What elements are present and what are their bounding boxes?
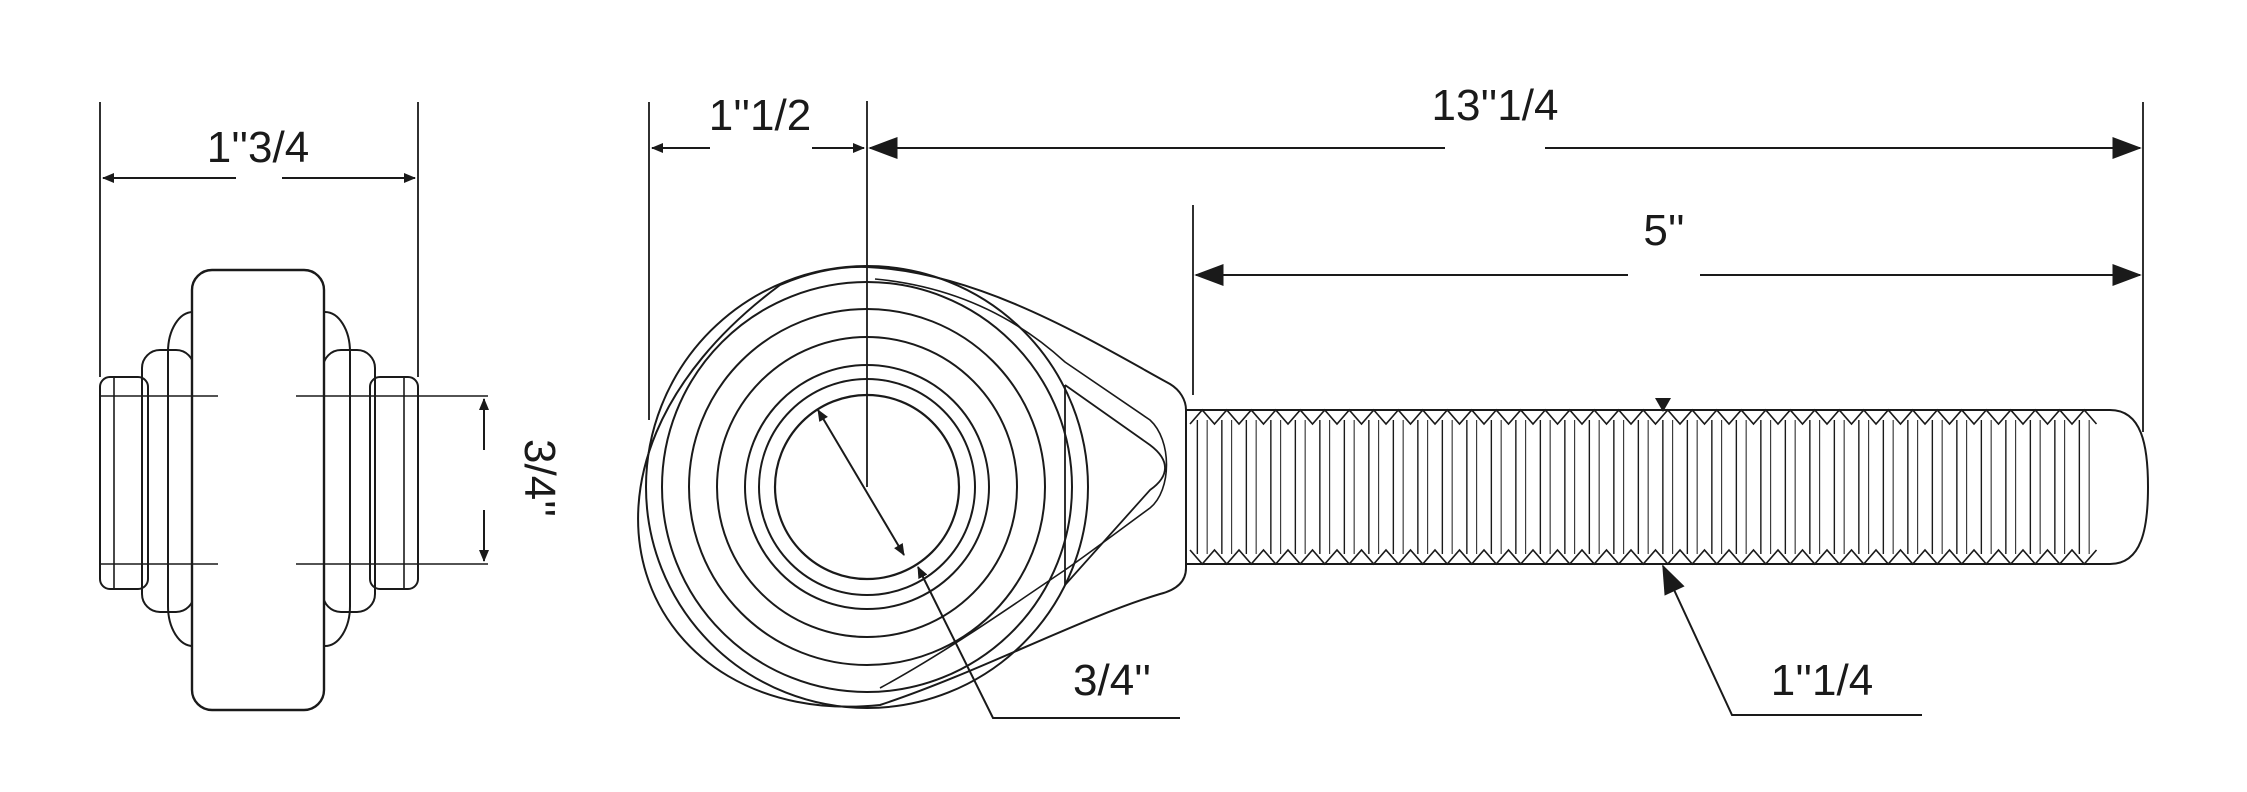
eye-housing-inner	[874, 278, 1168, 689]
side-right-stub	[369, 376, 419, 590]
threaded-shank	[1186, 408, 2150, 566]
eye-housing-outline	[637, 265, 1187, 708]
shank-outline	[1186, 409, 2150, 565]
overall-length-label: 13''1/4	[1432, 81, 1559, 130]
thread-root-lines	[1196, 420, 2090, 554]
bore-leader-line	[917, 566, 1180, 719]
thread-diameter-leader	[1662, 564, 1922, 716]
thread-diameter-label: 1''1/4	[1771, 656, 1873, 705]
eye-offset-label: 1''1/2	[709, 91, 811, 140]
side-width-label: 1''3/4	[207, 123, 309, 172]
thread-length-label: 5''	[1643, 206, 1684, 255]
side-view: 1''3/4 3/4''	[99, 102, 564, 712]
bore-diameter-arrow	[817, 409, 905, 556]
side-left-stub	[99, 376, 149, 590]
thread-crests-top	[1189, 408, 2098, 426]
thread-crests-bottom	[1189, 548, 2098, 566]
front-view: 3/4'' 1''1/2 13''1/4 5'' 1''1/4	[637, 81, 2150, 719]
side-center-body	[190, 268, 326, 712]
thread-top-marker	[1655, 398, 1671, 412]
side-bore-label: 3/4''	[515, 439, 564, 517]
bore-diameter-label: 3/4''	[1073, 656, 1151, 705]
eye-neck-cone	[1064, 384, 1166, 586]
